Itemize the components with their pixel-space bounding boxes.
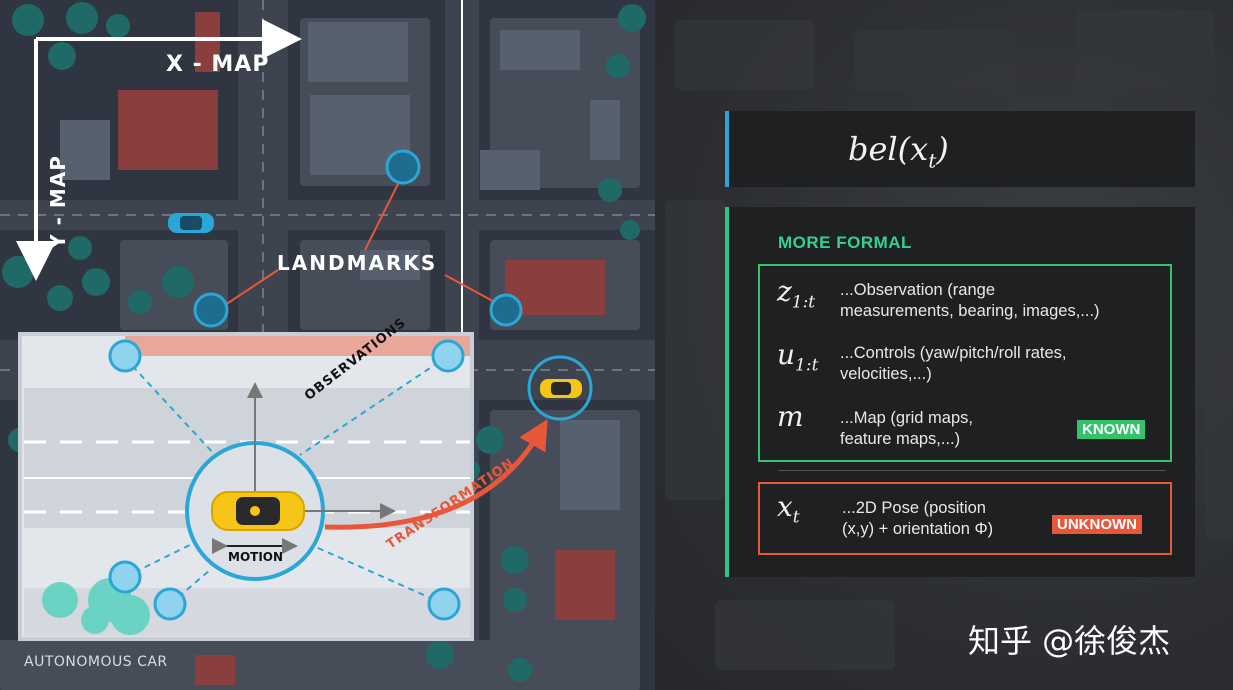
- unknown-variables-frame: [758, 482, 1172, 555]
- landmark-marker: [489, 293, 523, 327]
- more-formal-title: MORE FORMAL: [778, 233, 912, 252]
- divider: [778, 470, 1166, 471]
- landmark-marker: [385, 149, 421, 185]
- known-badge: KNOWN: [1077, 420, 1146, 439]
- car-inset-panel: [18, 332, 474, 641]
- map-description: ...Map (grid maps, feature maps,...): [840, 409, 973, 448]
- belief-formula: bel(xt): [848, 130, 949, 173]
- landmark-marker: [193, 292, 229, 328]
- belief-box: [725, 111, 1195, 187]
- x-axis-label: X - MAP: [166, 52, 270, 77]
- landmarks-label: LANDMARKS: [277, 251, 438, 275]
- other-car: [168, 213, 214, 233]
- observation-symbol: z1:t: [777, 275, 816, 313]
- transformation-arrow: [324, 419, 548, 530]
- city-map-illustration: [0, 0, 655, 690]
- y-axis-label: Y - MAP: [46, 155, 70, 249]
- observation-description: ...Observation (range measurements, bear…: [840, 281, 1100, 320]
- known-variables-frame: [758, 264, 1172, 462]
- watermark: 知乎 @徐俊杰: [968, 622, 1171, 660]
- pose-symbol: xt: [777, 490, 800, 528]
- unknown-badge: UNKNOWN: [1052, 515, 1142, 534]
- landmark-lines: [224, 179, 501, 306]
- map-symbol: m: [777, 400, 804, 433]
- autonomous-car-icon: [211, 491, 305, 531]
- map-car-position: [527, 355, 593, 421]
- controls-symbol: u1:t: [777, 338, 819, 376]
- autonomous-car-label: AUTONOMOUS CAR: [24, 654, 168, 670]
- motion-label: MOTION: [228, 550, 284, 564]
- pose-description: ...2D Pose (position (x,y) + orientation…: [842, 499, 994, 538]
- controls-description: ...Controls (yaw/pitch/roll rates, veloc…: [840, 344, 1067, 383]
- map-axes: [16, 19, 302, 281]
